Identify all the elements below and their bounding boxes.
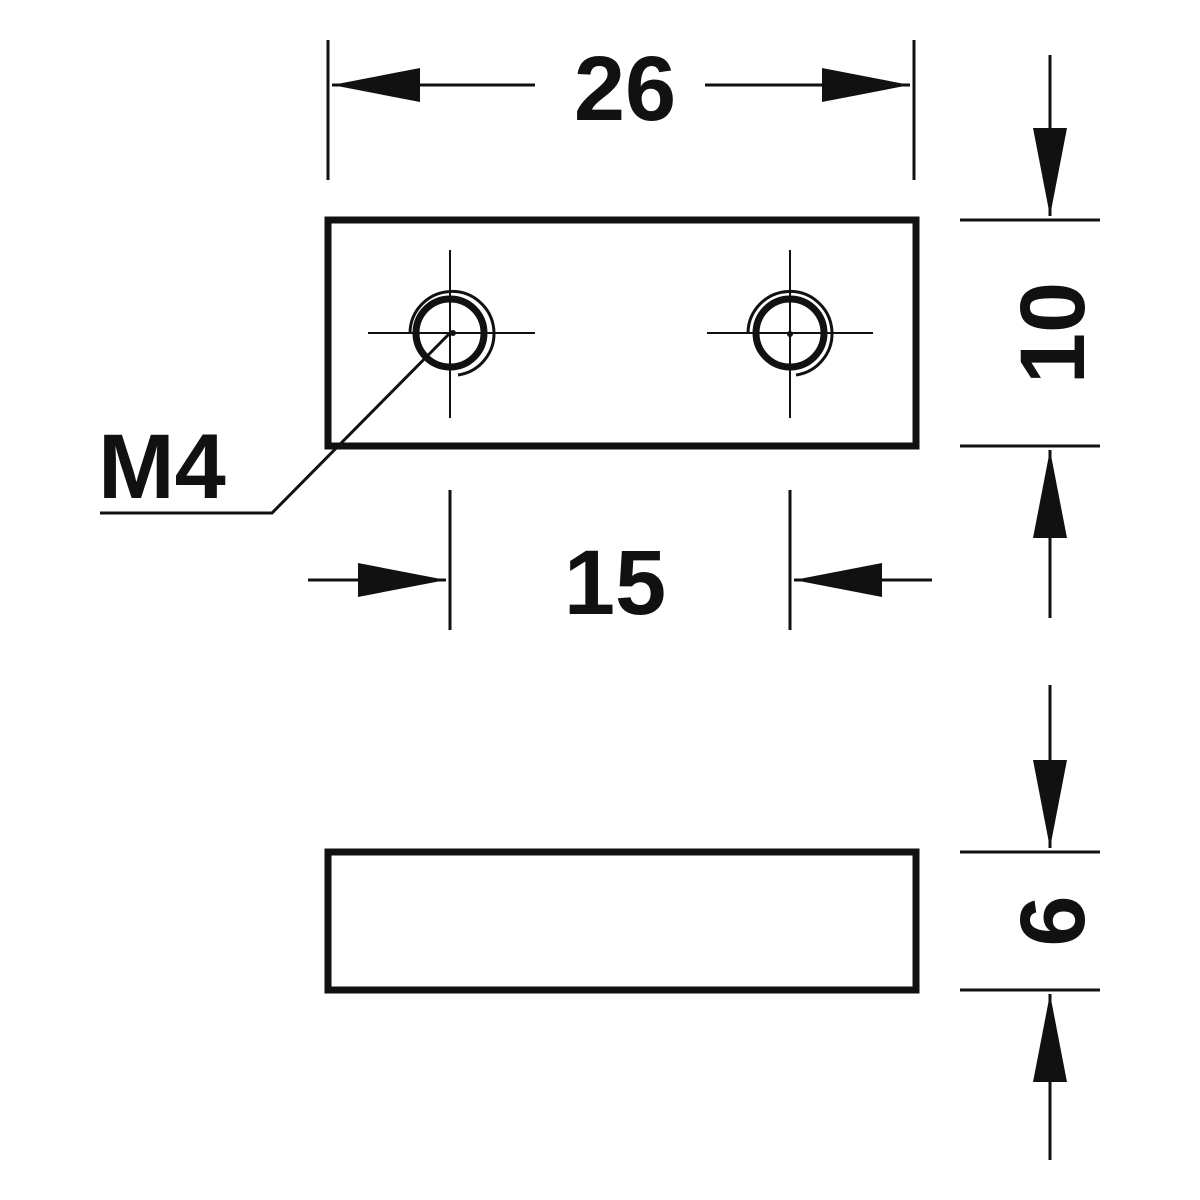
arrow-left-icon <box>794 563 882 597</box>
arrow-down-icon <box>1033 760 1067 848</box>
arrow-right-icon <box>358 563 446 597</box>
thread-callout: M4 <box>98 331 452 518</box>
left-hole <box>368 250 535 418</box>
plate-width-label: 10 <box>1002 282 1104 384</box>
arrow-down-icon <box>1033 128 1067 216</box>
top-view <box>324 216 920 450</box>
dimension-hole-spacing: 15 <box>308 490 932 634</box>
hole-spacing-label: 15 <box>564 532 666 634</box>
thread-callout-label: M4 <box>98 416 226 518</box>
arrow-right-icon <box>822 68 910 102</box>
plate-top-view <box>324 216 920 450</box>
plate-thickness-label: 6 <box>1002 895 1104 946</box>
overall-length-label: 26 <box>574 38 676 140</box>
dimension-overall-length: 26 <box>326 38 916 180</box>
leader-line <box>100 331 452 515</box>
arrow-up-icon <box>1033 994 1067 1082</box>
dimension-plate-thickness: 6 <box>960 685 1104 1160</box>
plate-side-view <box>324 848 920 994</box>
dimension-plate-width: 10 <box>960 55 1104 618</box>
right-hole <box>707 250 873 418</box>
arrow-up-icon <box>1033 450 1067 538</box>
arrow-left-icon <box>332 68 420 102</box>
